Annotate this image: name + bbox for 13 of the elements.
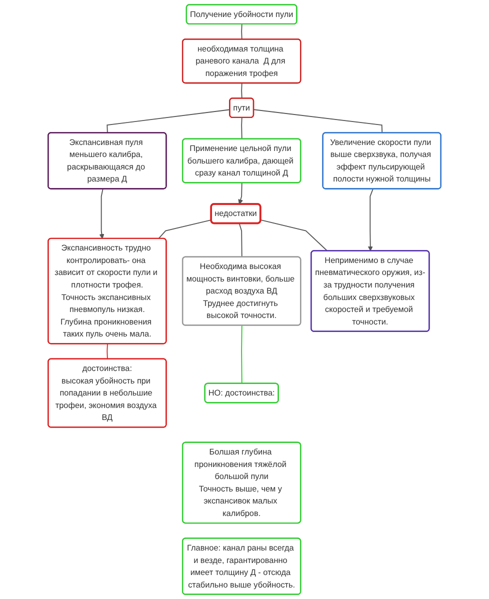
connector: [253, 109, 383, 134]
connector: [241, 325, 242, 384]
connector: [158, 219, 212, 240]
connector: [260, 219, 328, 252]
arrow: [238, 182, 244, 204]
connector: [241, 24, 242, 40]
connector: [241, 117, 242, 140]
connector: [106, 343, 108, 360]
connector: [106, 109, 230, 134]
arrow: [368, 188, 374, 252]
connector: [238, 223, 242, 258]
arrow: [99, 188, 104, 239]
connector: [241, 82, 242, 99]
